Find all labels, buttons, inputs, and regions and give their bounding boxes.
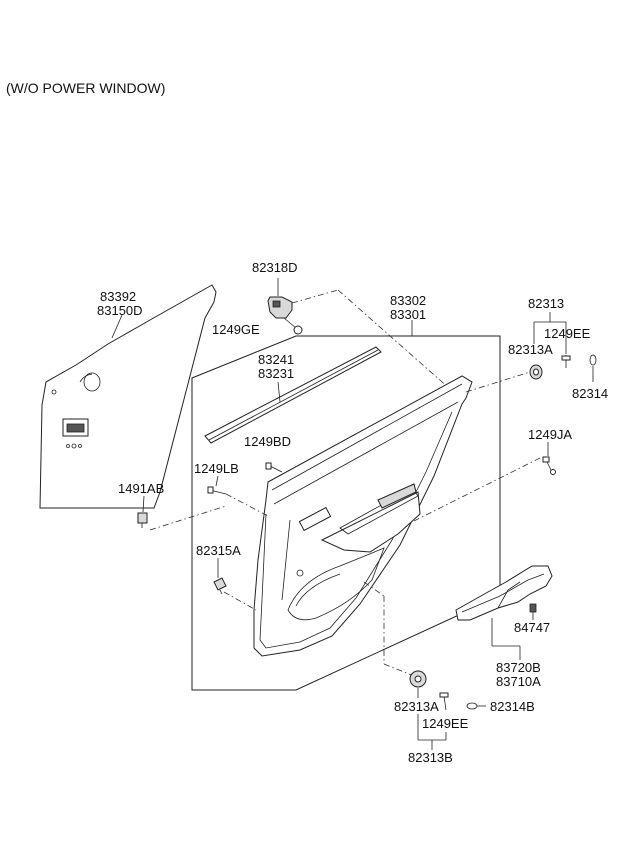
weatherstrip-83241 xyxy=(204,346,382,444)
door-trim-panel xyxy=(253,375,473,657)
dash-1249JA xyxy=(407,457,541,525)
label-83241: 83241 xyxy=(258,352,294,367)
screw-1249EE-bottom xyxy=(439,692,449,711)
label-82313: 82313 xyxy=(528,296,564,311)
label-82313A-top: 82313A xyxy=(508,342,553,357)
dash-1491AB xyxy=(149,505,227,531)
dash-82313A-bot-h xyxy=(383,663,415,677)
dash-82313A-top xyxy=(465,371,531,393)
label-83301: 83301 xyxy=(390,307,426,322)
label-83231: 83231 xyxy=(258,366,294,381)
pull-handle-83720B xyxy=(455,565,553,621)
label-1249EE-bottom: 1249EE xyxy=(422,716,469,731)
ring-82314B xyxy=(466,702,478,710)
label-82315A: 82315A xyxy=(196,543,241,558)
label-82318D: 82318D xyxy=(252,260,298,275)
label-1249BD: 1249BD xyxy=(244,434,291,449)
dash-82315A xyxy=(223,591,257,611)
label-1249EE-top: 1249EE xyxy=(544,326,591,341)
ring-82314 xyxy=(589,354,597,366)
leader-1249LB xyxy=(215,475,219,487)
dash-82318D xyxy=(291,289,339,304)
leader-1491AB xyxy=(142,495,145,513)
screw-1249BD xyxy=(265,462,283,473)
leader-83392 xyxy=(111,314,123,339)
dash-1249LB xyxy=(225,493,269,517)
label-1249LB: 1249LB xyxy=(194,461,239,476)
screw-1249JA xyxy=(542,456,556,475)
screw-1249GE xyxy=(283,317,303,335)
clip-84747 xyxy=(529,603,537,613)
label-83392: 83392 xyxy=(100,289,136,304)
screw-1249EE-top xyxy=(561,355,571,368)
label-82314: 82314 xyxy=(572,386,608,401)
label-83710A: 83710A xyxy=(496,674,541,689)
label-82313B: 82313B xyxy=(408,750,453,765)
screw-1249LB xyxy=(207,486,227,495)
door-liner-83392 xyxy=(39,284,217,509)
label-1491AB: 1491AB xyxy=(118,481,164,496)
label-82314B: 82314B xyxy=(490,699,535,714)
clip-1491AB xyxy=(137,512,148,528)
grommet-82313A-bottom xyxy=(409,670,427,688)
label-1249GE: 1249GE xyxy=(212,322,260,337)
grommet-82313A-top xyxy=(529,364,543,380)
label-83150D: 83150D xyxy=(97,303,143,318)
label-82313A-bottom: 82313A xyxy=(394,699,439,714)
dash-82313A-bot xyxy=(363,581,385,597)
label-83302: 83302 xyxy=(390,293,426,308)
clip-82318D xyxy=(267,296,293,319)
leader-83241 xyxy=(277,381,281,403)
label-83720B: 83720B xyxy=(496,660,541,675)
diagram-header: (W/O POWER WINDOW) xyxy=(6,80,165,96)
label-1249JA: 1249JA xyxy=(528,427,572,442)
label-84747: 84747 xyxy=(514,620,550,635)
clip-82315A xyxy=(213,577,227,595)
